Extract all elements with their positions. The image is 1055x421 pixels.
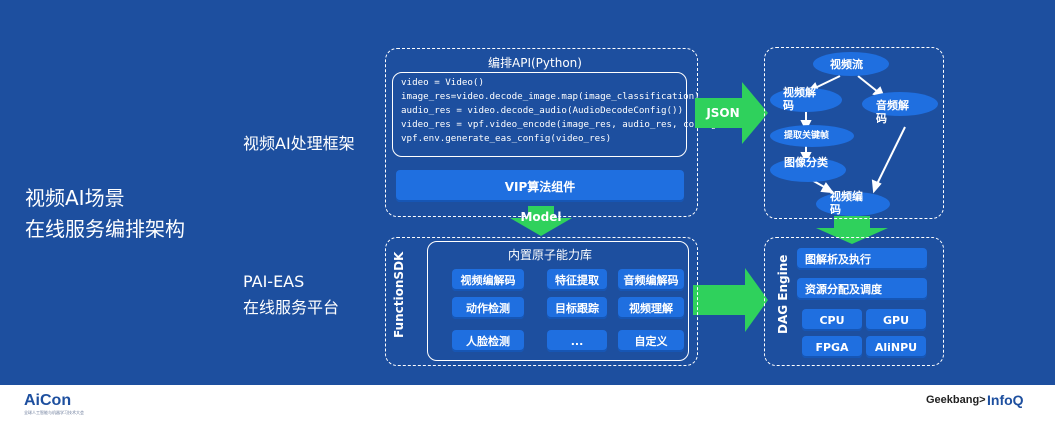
dag-node-image-classify [770, 158, 846, 182]
arrows-layer [510, 75, 906, 332]
api-panel-title: 编排API(Python) [488, 56, 582, 70]
dag-node-label: 视频解码 [783, 86, 816, 112]
code-line: vpf.env.generate_eas_config(video_res) [401, 133, 612, 144]
engine-row-graph-exec[interactable]: 图解析及执行 [797, 248, 927, 270]
atomic-button-object-track[interactable]: 目标跟踪 [547, 297, 607, 319]
dag-node-label: 视频流 [830, 58, 863, 71]
framework-label: 视频AI处理框架 [243, 134, 355, 153]
atomic-button-feature-extract[interactable]: 特征提取 [547, 269, 607, 291]
engine-row-resource-schedule[interactable]: 资源分配及调度 [797, 278, 927, 300]
platform-arrow [693, 268, 768, 332]
dag-node-video-encode [816, 192, 890, 216]
dag-node-audio-decode [862, 92, 938, 116]
atomic-button-video-understand[interactable]: 视频理解 [618, 297, 684, 319]
left-title-line2: 在线服务编排架构 [25, 217, 185, 241]
atomic-button-action-detect[interactable]: 动作检测 [452, 297, 524, 319]
atomic-button-video-codec[interactable]: 视频编解码 [452, 269, 524, 291]
code-line: video = Video() [401, 77, 484, 88]
dag-node-label: 提取关键帧 [784, 131, 830, 141]
model-arrow [510, 206, 572, 236]
atomic-button-audio-codec[interactable]: 音频编解码 [618, 269, 684, 291]
footer [0, 385, 1055, 421]
aicon-subtitle: 全球人工智能与机器学习技术大会 [24, 410, 84, 415]
dag-node-label: 图像分类 [784, 156, 828, 169]
code-line: audio_res = video.decode_audio(AudioDeco… [401, 105, 684, 116]
code-line: video_res = vpf.video_encode(image_res, … [401, 119, 722, 130]
dag-node-label: 音频解码 [876, 99, 909, 125]
atomic-library-box [427, 241, 689, 361]
model-arrow-label: Model [520, 210, 562, 224]
dag-down-arrow [816, 216, 888, 244]
engine-panel [764, 237, 944, 366]
atomic-library-title: 内置原子能力库 [508, 248, 593, 262]
slide: 视频AI场景 在线服务编排架构 视频AI处理框架 PAI-EAS 在线服务平台 … [25, 47, 944, 366]
atomic-button-custom[interactable]: 自定义 [618, 330, 684, 352]
dag-node-video-stream [813, 52, 889, 76]
json-arrow-label: JSON [706, 106, 740, 120]
dag-panel [764, 47, 944, 219]
hardware-alinpu[interactable]: AliNPU [866, 336, 926, 358]
dag-engine-label: DAG Engine [776, 254, 790, 334]
atomic-button-face-detect[interactable]: 人脸检测 [452, 330, 524, 352]
aicon-logo: AiCon [24, 392, 72, 409]
json-arrow [695, 82, 768, 144]
hardware-fpga[interactable]: FPGA [802, 336, 862, 358]
function-sdk-label: FunctionSDK [392, 251, 406, 338]
left-title-line1: 视频AI场景 [25, 186, 125, 210]
geekbang-logo: Geekbang> [926, 394, 986, 406]
dag-node-label: 视频编码 [830, 190, 863, 216]
atomic-button-more[interactable]: ... [547, 330, 607, 352]
hardware-cpu[interactable]: CPU [802, 309, 862, 331]
dag-node-keyframe [770, 125, 854, 147]
platform-label-line1: PAI-EAS [243, 272, 305, 291]
hardware-gpu[interactable]: GPU [866, 309, 926, 331]
platform-label-line2: 在线服务平台 [243, 298, 340, 317]
infoq-logo: InfoQ [987, 392, 1024, 408]
dag-node-video-decode [770, 88, 842, 112]
vip-component-button[interactable]: VIP算法组件 [396, 170, 684, 202]
code-box: video = Video() image_res=video.decode_i… [392, 72, 722, 157]
platform-panel [385, 237, 698, 366]
code-line: image_res=video.decode_image.map(image_c… [401, 91, 700, 102]
